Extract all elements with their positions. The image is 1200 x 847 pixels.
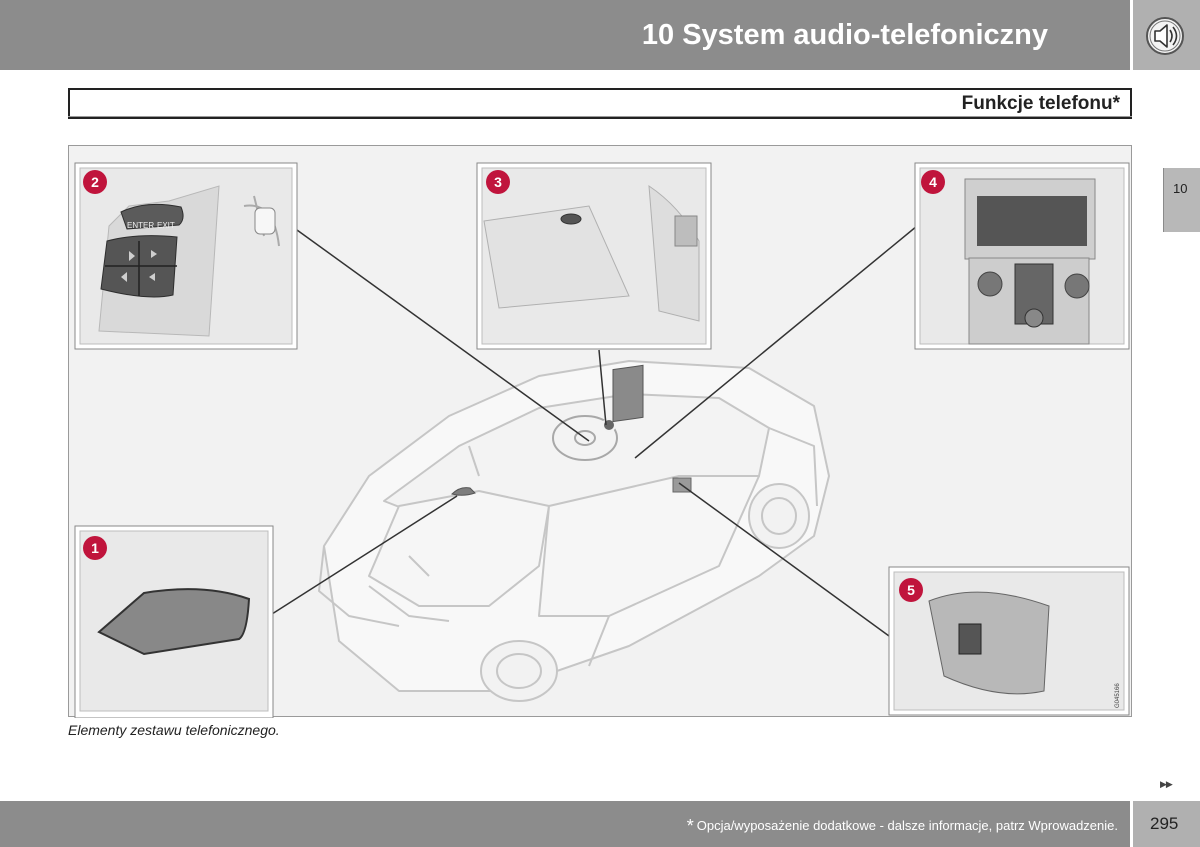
footer-note: *Opcja/wyposażenie dodatkowe - dalsze in… bbox=[687, 816, 1118, 837]
footer-star: * bbox=[686, 816, 694, 836]
chapter-title: 10 System audio-telefoniczny bbox=[641, 19, 1048, 51]
page-number-box: 295 bbox=[1133, 801, 1200, 847]
footer-note-text: Opcja/wyposażenie dodatkowe - dalsze inf… bbox=[696, 818, 1118, 833]
page-number: 295 bbox=[1150, 814, 1179, 833]
enter-button-label: ENTER bbox=[127, 221, 154, 230]
callout-1: 1 bbox=[83, 536, 107, 560]
svg-text:5: 5 bbox=[907, 582, 915, 598]
svg-text:4: 4 bbox=[929, 174, 937, 190]
speaker-icon bbox=[1146, 17, 1184, 55]
section-rule bbox=[68, 116, 1132, 117]
header-bar: 10 System audio-telefoniczny bbox=[0, 0, 1130, 70]
steering-wheel bbox=[552, 415, 618, 461]
section-title: Funkcje telefonu* bbox=[961, 93, 1120, 114]
continue-arrows-icon: ▶▶ bbox=[1160, 779, 1173, 789]
inset-center-console bbox=[914, 162, 1130, 350]
chapter-icon-box bbox=[1133, 0, 1200, 70]
roof-antenna bbox=[451, 487, 476, 496]
callout-2: 2 bbox=[83, 170, 107, 194]
callout-4: 4 bbox=[921, 170, 945, 194]
chapter-tab-label: 10 bbox=[1173, 181, 1188, 196]
figure-caption: Elementy zestawu telefonicznego. bbox=[68, 722, 280, 738]
inset-steering-controls: ENTER EXIT bbox=[74, 162, 298, 350]
phone-components-figure: ENTER EXIT bbox=[68, 145, 1132, 718]
inset-microphone bbox=[476, 162, 712, 350]
svg-text:2: 2 bbox=[91, 174, 99, 190]
inset-phone-module: G045166 bbox=[888, 566, 1130, 716]
figure-code: G045166 bbox=[1115, 683, 1121, 708]
inset-antenna bbox=[74, 525, 274, 718]
center-console bbox=[612, 364, 644, 423]
svg-text:3: 3 bbox=[494, 174, 502, 190]
section-title-box: Funkcje telefonu* bbox=[68, 88, 1132, 119]
car-illustration bbox=[318, 360, 830, 702]
callout-3: 3 bbox=[486, 170, 510, 194]
callout-badges: 2 3 4 1 5 bbox=[83, 170, 945, 602]
chapter-tab: 10 bbox=[1163, 168, 1200, 232]
exit-button-label: EXIT bbox=[157, 221, 175, 230]
footer-bar: *Opcja/wyposażenie dodatkowe - dalsze in… bbox=[0, 801, 1130, 847]
callout-5: 5 bbox=[899, 578, 923, 602]
leader-lines bbox=[271, 225, 918, 637]
svg-text:1: 1 bbox=[91, 540, 99, 556]
